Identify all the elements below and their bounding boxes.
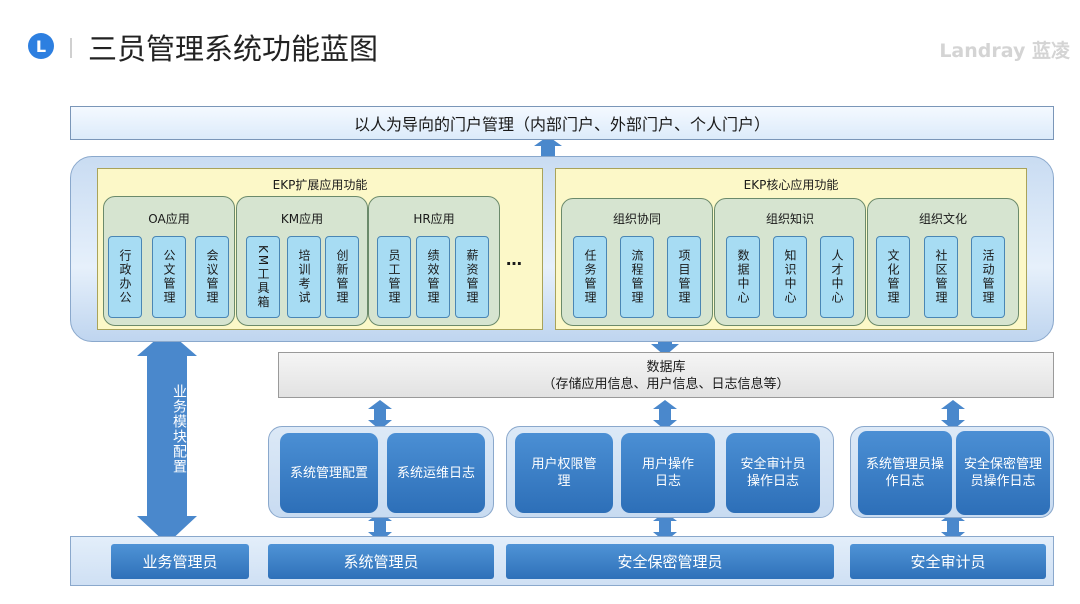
module-box: 数据中心 (726, 236, 760, 318)
module-box: 活动管理 (971, 236, 1005, 318)
business-config-arrow-icon (137, 330, 197, 544)
module-box: 知识中心 (773, 236, 807, 318)
group-label: KM应用 (280, 212, 324, 226)
log-box: 用户权限管理 (515, 433, 613, 513)
more-ellipsis: … (506, 250, 522, 269)
role-security-auditor: 安全审计员 (850, 544, 1046, 579)
module-box: 薪资管理 (455, 236, 489, 318)
group-label: HR应用 (413, 212, 455, 226)
double-arrow-icon (368, 400, 392, 430)
database-subtitle: （存储应用信息、用户信息、日志信息等） (542, 377, 790, 392)
double-arrow-icon (653, 400, 677, 430)
role-business-admin: 业务管理员 (111, 544, 249, 579)
module-box: 培训考试 (287, 236, 321, 318)
database-title: 数据库 (646, 360, 686, 375)
log-box: 系统管理配置 (280, 433, 378, 513)
double-arrow-icon (941, 512, 965, 542)
module-box: 绩效管理 (416, 236, 450, 318)
role-system-admin: 系统管理员 (268, 544, 494, 579)
log-box: 安全审计员操作日志 (726, 433, 820, 513)
module-box: 会议管理 (195, 236, 229, 318)
portal-management-bar: 以人为导向的门户管理（内部门户、外部门户、个人门户） (70, 106, 1054, 140)
module-box: 社区管理 (924, 236, 958, 318)
ext-apps-label: EKP扩展应用功能 (272, 178, 368, 192)
double-arrow-icon (653, 512, 677, 542)
log-box: 安全保密管理员操作日志 (956, 431, 1050, 515)
page-title: 三员管理系统功能蓝图 (88, 32, 379, 66)
landray-logo-icon: L (28, 33, 54, 59)
module-box: 文化管理 (876, 236, 910, 318)
module-box: 流程管理 (620, 236, 654, 318)
group-label: OA应用 (148, 212, 190, 226)
database-box: 数据库 （存储应用信息、用户信息、日志信息等） (278, 352, 1054, 398)
group-label: 组织协同 (612, 212, 661, 226)
module-box: 任务管理 (573, 236, 607, 318)
module-box: 行政办公 (108, 236, 142, 318)
log-box: 系统管理员操作日志 (858, 431, 952, 515)
module-box: KM工具箱 (246, 236, 280, 318)
core-apps-label: EKP核心应用功能 (743, 178, 839, 192)
business-module-config-label: 业务模块配置 (171, 384, 187, 474)
double-arrow-icon (941, 400, 965, 430)
double-arrow-icon (368, 512, 392, 542)
log-box: 系统运维日志 (387, 433, 485, 513)
title-divider (70, 38, 72, 58)
module-box: 员工管理 (377, 236, 411, 318)
module-box: 创新管理 (325, 236, 359, 318)
group-label: 组织知识 (765, 212, 814, 226)
module-box: 项目管理 (667, 236, 701, 318)
module-box: 人才中心 (820, 236, 854, 318)
module-box: 公文管理 (152, 236, 186, 318)
log-box: 用户操作日志 (621, 433, 715, 513)
role-security-admin: 安全保密管理员 (506, 544, 834, 579)
brand-watermark: Landray 蓝凌 (939, 40, 1070, 62)
group-label: 组织文化 (918, 212, 967, 226)
